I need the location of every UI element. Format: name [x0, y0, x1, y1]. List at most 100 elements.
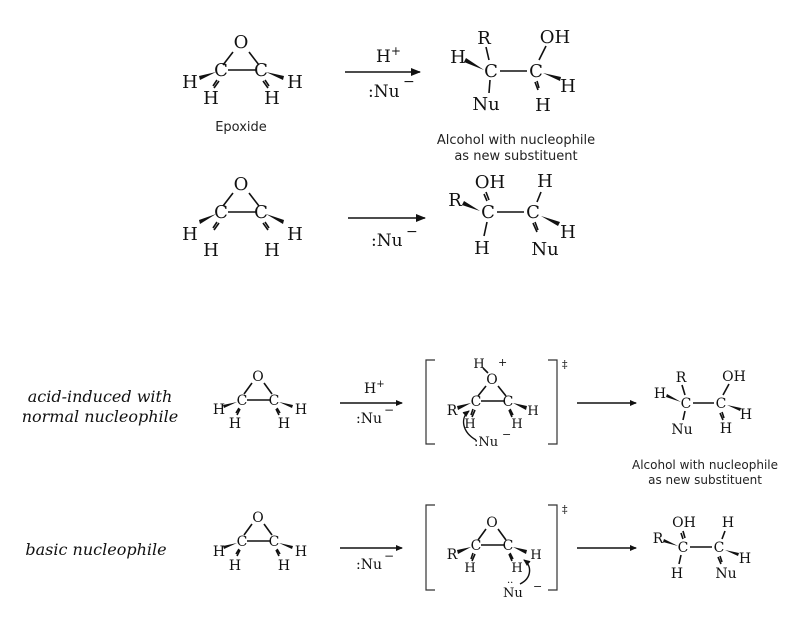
carbon-atom: C — [529, 61, 543, 82]
hash-bond — [508, 408, 514, 418]
hydroxyl-group: OH — [540, 27, 570, 48]
r-group: R — [653, 531, 664, 547]
hydrogen-atom: H — [264, 240, 280, 261]
carbon-atom: C — [681, 396, 692, 412]
hydrogen-atom: H — [473, 357, 484, 372]
row3-transition-state: ‡ H + O C C R H H H :Nu − — [425, 356, 568, 450]
carbon-atom: C — [471, 538, 482, 554]
basic-nucleophile-label: basic nucleophile — [25, 540, 166, 559]
hash-bond — [483, 191, 490, 202]
row2-epoxide: O C C H H H H — [182, 174, 303, 261]
hydrogen-atom: H — [671, 566, 683, 582]
carbon-atom: C — [269, 534, 280, 550]
nucleophile-group: Nu — [671, 422, 692, 438]
nucleophile-group: Nu — [531, 239, 558, 260]
hash-bond — [262, 221, 270, 231]
hash-bond — [212, 221, 220, 231]
nucleophile-group: Nu — [472, 94, 499, 115]
lone-pair: ·· — [507, 578, 513, 589]
hydrogen-atom: H — [287, 224, 303, 245]
hydrogen-atom: H — [287, 72, 303, 93]
oxygen-atom: O — [486, 372, 497, 388]
hash-bond — [470, 408, 476, 418]
hydrogen-atom: H — [740, 407, 752, 423]
hydrogen-atom: H — [278, 558, 290, 574]
wedge-bond — [543, 73, 561, 81]
wedge-bond — [199, 214, 216, 224]
hydrogen-atom: H — [739, 551, 751, 567]
carbon-atom: C — [481, 202, 495, 223]
carbon-atom: C — [503, 394, 514, 410]
hydroxyl-group: OH — [475, 172, 505, 193]
minus-charge: − — [533, 580, 542, 593]
oxygen-atom: O — [252, 369, 263, 385]
r-group: R — [477, 28, 491, 49]
hydrogen-atom: H — [182, 224, 198, 245]
nucleophile-reagent: :Nu — [356, 557, 382, 573]
minus-charge: − — [384, 403, 394, 417]
hash-bond — [275, 407, 281, 416]
hydrogen-atom: H — [535, 95, 551, 116]
hydrogen-atom: H — [264, 88, 280, 109]
hash-bond — [262, 79, 270, 89]
hash-bond — [470, 552, 476, 562]
double-dagger: ‡ — [562, 503, 568, 516]
hash-bond — [235, 407, 241, 416]
hydrogen-atom: H — [278, 416, 290, 432]
hash-bond — [534, 80, 540, 91]
hydrogen-atom: H — [654, 386, 666, 402]
hydroxyl-group: OH — [672, 515, 696, 531]
hydrogen-atom: H — [511, 561, 522, 576]
hydrogen-atom: H — [182, 72, 198, 93]
hydrogen-atom: H — [722, 515, 734, 531]
carbon-atom: C — [678, 540, 689, 556]
wedge-bond — [266, 214, 284, 224]
proton-reagent: H+ — [364, 379, 385, 397]
hydrogen-atom: H — [537, 171, 553, 192]
oxygen-atom: O — [234, 32, 249, 53]
hydrogen-atom: H — [203, 88, 219, 109]
r-group: R — [447, 403, 458, 419]
hydrogen-atom: H — [530, 548, 541, 563]
hash-bond — [275, 548, 281, 557]
hash-bond — [532, 221, 539, 233]
row2-arrow: :Nu − — [348, 214, 426, 251]
right-bracket — [548, 504, 558, 591]
wedge-bond — [541, 216, 560, 226]
proton-reagent: H+ — [376, 44, 401, 67]
carbon-atom: C — [503, 538, 514, 554]
carbon-atom: C — [471, 394, 482, 410]
row4-product: C C OH R H H H Nu — [653, 515, 751, 582]
row3-arrow1: H+ :Nu − — [340, 379, 403, 427]
hash-bond — [235, 548, 241, 557]
nucleophile-reagent: :Nu — [368, 82, 400, 102]
hash-bond — [680, 530, 686, 540]
wedge-bond — [223, 543, 237, 549]
acid-induced-label-line2: normal nucleophile — [22, 407, 179, 426]
hydrogen-atom: H — [464, 417, 475, 432]
wedge-bond — [513, 403, 527, 410]
curved-attack-arrow — [462, 410, 477, 441]
hydrogen-atom: H — [560, 222, 576, 243]
hash-bond — [719, 411, 725, 421]
hydrogen-atom: H — [450, 47, 466, 68]
row4-transition-state: ‡ O C C R H H H Nu − ·· — [425, 503, 568, 601]
oxygen-atom: O — [486, 515, 497, 531]
hydrogen-atom: H — [464, 561, 475, 576]
carbon-atom: C — [214, 202, 228, 223]
row3-product: C C R H Nu OH H H Alcohol with nucleophi… — [632, 369, 778, 487]
product-label-line2: as new substituent — [454, 149, 577, 164]
hydrogen-atom: H — [511, 417, 522, 432]
hash-bond — [717, 555, 723, 565]
wedge-bond — [199, 72, 216, 80]
row3-epoxide: O C C H H H H — [213, 369, 307, 432]
wedge-bond — [513, 547, 527, 554]
hydrogen-atom: H — [474, 238, 490, 259]
nucleophile-reagent: :Nu — [371, 231, 403, 251]
carbon-atom: C — [526, 202, 540, 223]
product-label-line2: as new substituent — [648, 473, 762, 487]
carbon-atom: C — [214, 60, 228, 81]
nucleophile-group: Nu — [715, 566, 736, 582]
carbon-atom: C — [269, 393, 280, 409]
